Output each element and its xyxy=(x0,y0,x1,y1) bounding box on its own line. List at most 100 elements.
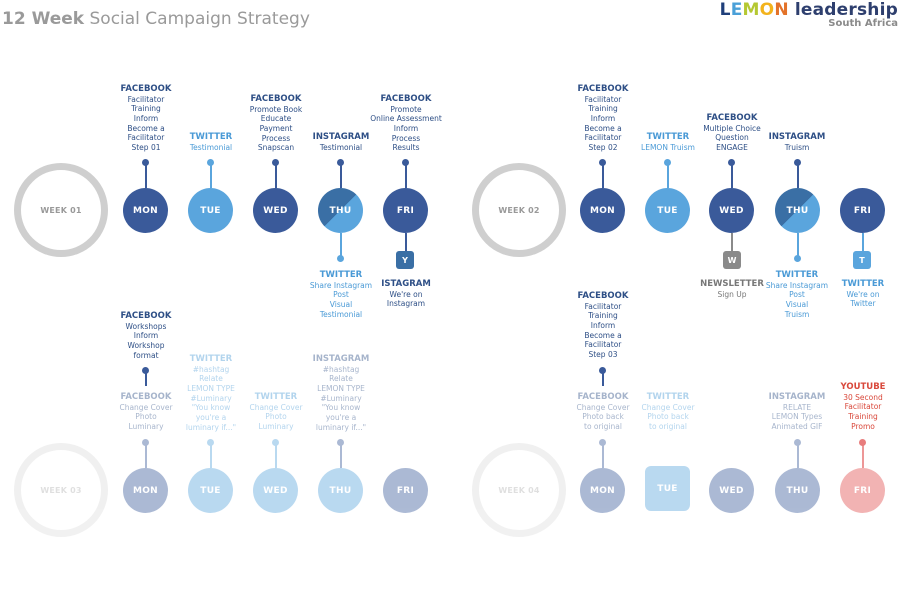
label-heading: TWITTER xyxy=(841,279,885,289)
w2-tue-dot xyxy=(664,159,671,166)
label-line: RELATE xyxy=(782,402,812,412)
label-line: Photo xyxy=(265,412,287,422)
label-heading: YOUTUBE xyxy=(840,382,886,392)
w4-thu-circle[interactable]: THU xyxy=(775,468,820,513)
w4-wed-circle[interactable]: WED xyxy=(709,468,754,513)
logo-letter: M xyxy=(742,0,760,20)
w2-fri-stem-below xyxy=(862,233,864,251)
label-line: #Luminary xyxy=(320,393,362,403)
label-line: LEMON Truism xyxy=(641,142,695,152)
label-heading: ISTAGRAM xyxy=(381,279,431,289)
label-line: Snapscan xyxy=(257,143,295,153)
w2-fri-circle[interactable]: FRI xyxy=(840,188,885,233)
w4-fri-circle[interactable]: FRI xyxy=(840,468,885,513)
w1-mon-dot xyxy=(142,159,149,166)
week-04-ring: WEEK 04 xyxy=(472,443,566,537)
title-bold: 12 Week xyxy=(2,9,85,29)
label-heading: INSTAGRAM xyxy=(768,392,826,402)
label-heading: TWITTER xyxy=(775,270,819,280)
w1-wed-stem xyxy=(275,163,277,188)
label-line: Step 01 xyxy=(131,143,161,153)
label-heading: TWITTER xyxy=(646,132,690,142)
label-line: Promo xyxy=(851,421,875,431)
w4-fri-dot xyxy=(859,439,866,446)
w1-thu-circle[interactable]: THU xyxy=(318,188,363,233)
label-line: Process xyxy=(261,133,291,143)
label-heading: FACEBOOK xyxy=(380,94,432,104)
label-heading: FACEBOOK xyxy=(577,392,629,402)
label-line: Relate xyxy=(329,374,353,384)
w1-thu-dot xyxy=(337,159,344,166)
lemon-leadership-logo: LEMON leadership South Africa xyxy=(720,0,898,29)
label-line: Photo back xyxy=(582,412,624,422)
w1-fri-circle[interactable]: FRI xyxy=(383,188,428,233)
week-01-ring: WEEK 01 xyxy=(14,163,108,257)
label-line: Post xyxy=(789,290,805,300)
label-line: you're a xyxy=(195,413,227,423)
label-line: Process xyxy=(391,133,421,143)
label-line: LEMON Types xyxy=(771,412,823,422)
w3-mon-circle[interactable]: MON xyxy=(123,468,168,513)
label-line: Training xyxy=(848,411,878,421)
label-line: Animated GIF xyxy=(771,421,823,431)
w3-thu-circle[interactable]: THU xyxy=(318,468,363,513)
w2-fri-badge: T xyxy=(853,251,871,269)
label-heading: FACEBOOK xyxy=(250,94,302,104)
label-line: Facilitator xyxy=(127,133,165,143)
w3-tue-circle[interactable]: TUE xyxy=(188,468,233,513)
w2-tue-circle[interactable]: TUE xyxy=(645,188,690,233)
label-line: Relate xyxy=(199,374,223,384)
w1-mon-stem xyxy=(145,163,147,188)
w1-thu-stem-below xyxy=(340,233,342,258)
label-line: Facilitator xyxy=(127,94,165,104)
label-line: Twitter xyxy=(850,299,876,309)
label-line: Payment xyxy=(259,123,293,133)
w1-tue-circle[interactable]: TUE xyxy=(188,188,233,233)
w1-mon-circle[interactable]: MON xyxy=(123,188,168,233)
label-line: Truism xyxy=(784,309,810,319)
w4-mon-dot xyxy=(599,439,606,446)
w3-fri-circle[interactable]: FRI xyxy=(383,468,428,513)
w2-wed-circle[interactable]: WED xyxy=(709,188,754,233)
w2-wed-badge: W xyxy=(723,251,741,269)
label-line: Workshop xyxy=(127,340,165,350)
w2-wed-dot xyxy=(728,159,735,166)
title-rest: Social Campaign Strategy xyxy=(84,9,310,29)
logo-letter: L xyxy=(719,0,731,20)
label-heading: NEWSLETTER xyxy=(700,279,764,289)
label-line: Training xyxy=(131,104,161,114)
label-line: Online Assessment xyxy=(370,114,442,124)
label-heading: INSTAGRAM xyxy=(312,132,370,142)
w2-thu-circle[interactable]: THU xyxy=(775,188,820,233)
w1-tue-dot xyxy=(207,159,214,166)
label-heading: INSTAGRAM xyxy=(768,132,826,142)
label-line: "You know xyxy=(321,403,361,413)
w1-wed-circle[interactable]: WED xyxy=(253,188,298,233)
w4-tue-square[interactable]: TUE xyxy=(645,466,690,511)
label-line: Training xyxy=(588,104,618,114)
logo-letter: N xyxy=(774,0,789,20)
page-title: 12 Week Social Campaign Strategy xyxy=(2,9,310,29)
w4-mon-circle[interactable]: MON xyxy=(580,468,625,513)
w2-tue-stem xyxy=(667,163,669,188)
w4-mon-top-dot xyxy=(599,367,606,374)
label-line: Promote xyxy=(390,104,422,114)
w3-wed-circle[interactable]: WED xyxy=(253,468,298,513)
w1-thu-stem xyxy=(340,163,342,188)
label-heading: FACEBOOK xyxy=(577,84,629,94)
label-heading: FACEBOOK xyxy=(120,392,172,402)
w2-thu-dot-below xyxy=(794,255,801,262)
label-line: Workshops xyxy=(125,321,167,331)
w2-mon-circle[interactable]: MON xyxy=(580,188,625,233)
